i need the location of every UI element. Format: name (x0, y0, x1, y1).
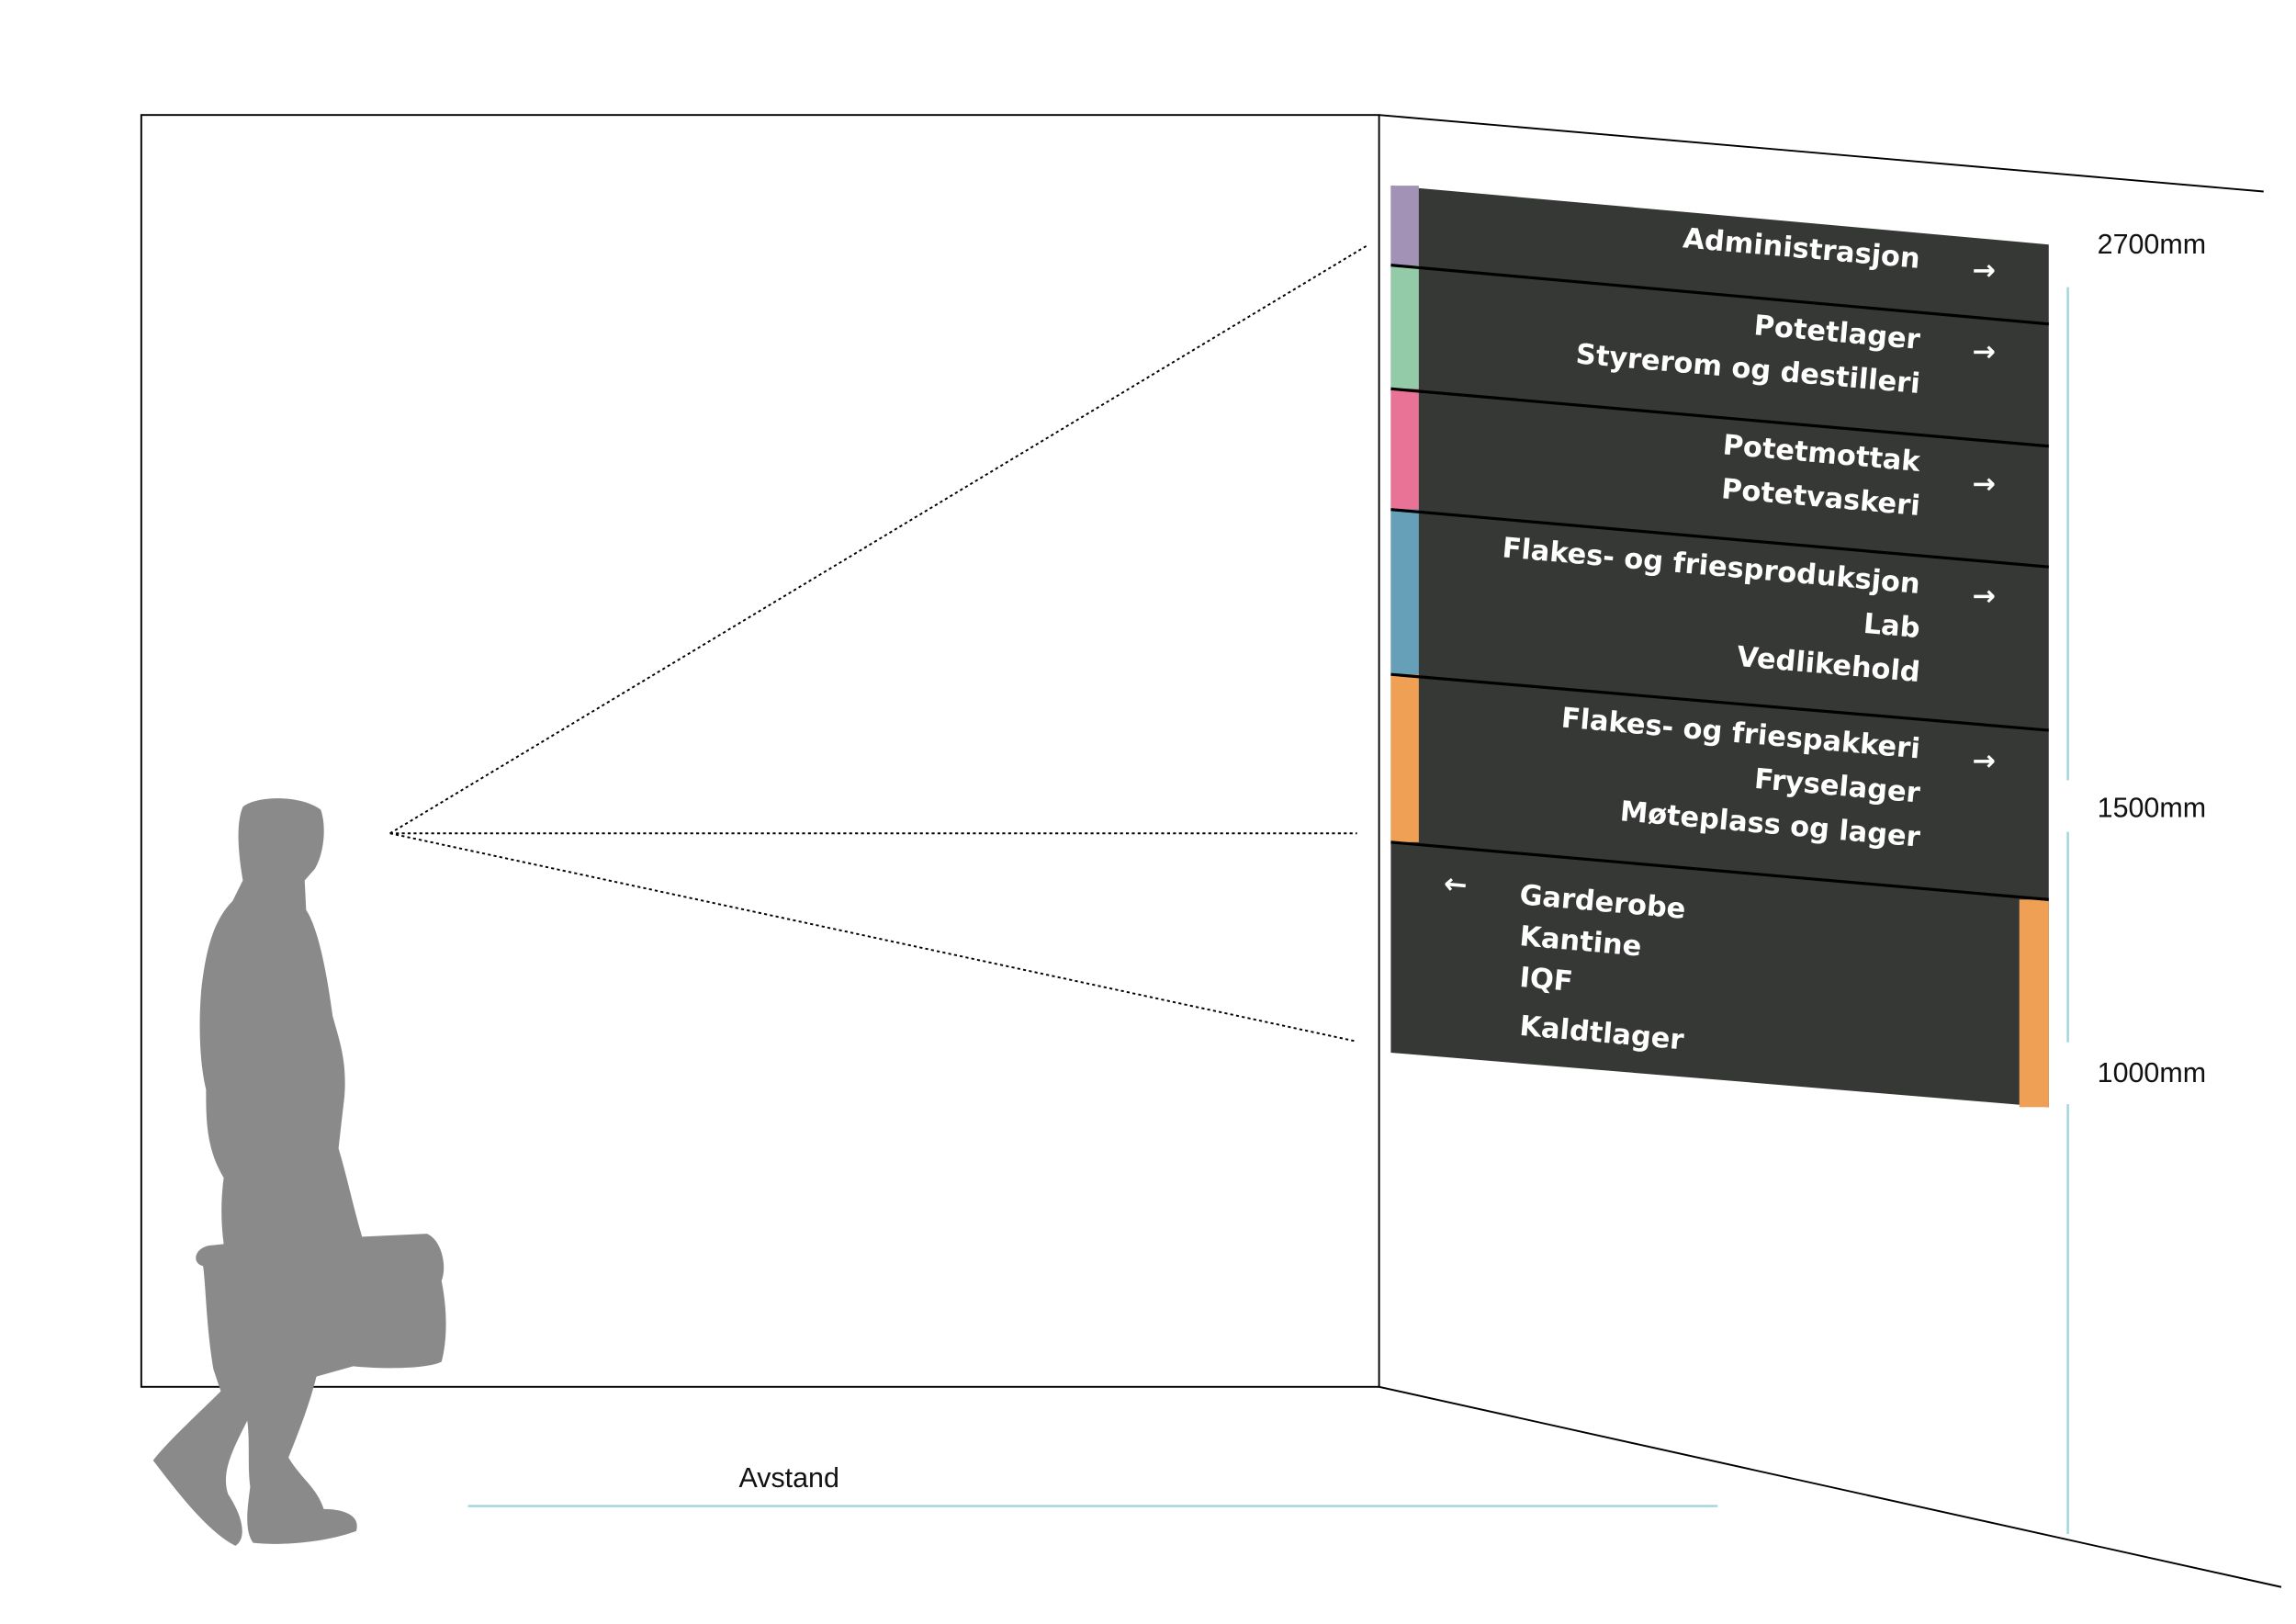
band-color-strip (1390, 509, 1419, 675)
arrow-right-icon: → (1972, 745, 1996, 777)
person-silhouette-icon (152, 798, 446, 1546)
band-divider (1390, 264, 2049, 326)
arrow-right-icon: → (1972, 468, 1996, 501)
distance-label: Avstand (738, 1462, 838, 1494)
band-color-strip (1390, 674, 1419, 842)
band-color-strip (1390, 265, 1419, 389)
sight-lines (389, 243, 1369, 1043)
sign-line: Lab (1863, 608, 1922, 645)
dimension-1500: 1500mm (2098, 793, 2206, 824)
back-wall (140, 114, 1380, 1388)
band-divider (1390, 508, 2049, 569)
band-divider (1390, 840, 2049, 901)
band-color-strip (1390, 186, 1419, 265)
ceiling-perspective-line (1379, 114, 2264, 193)
dimension-2700: 2700mm (2098, 229, 2206, 260)
arrow-left-icon: ← (1443, 868, 1469, 902)
sign-line: IQF (1518, 962, 1574, 998)
dimension-1000: 1000mm (2098, 1057, 2206, 1088)
arrow-right-icon: → (1972, 336, 1996, 368)
sight-line-bottom (389, 832, 1355, 1043)
band-color-strip (1390, 389, 1419, 510)
band-divider (1390, 387, 2049, 448)
band-divider (1390, 672, 2049, 732)
bottom-color-strip (2019, 899, 2049, 1108)
arrow-right-icon: → (1972, 255, 1996, 288)
floor-perspective-line (1379, 1385, 2282, 1588)
sign-panel (1390, 186, 2049, 1108)
arrow-right-icon: → (1972, 581, 1996, 613)
height-dimensions: 2700mm 1500mm 1000mm (2066, 229, 2206, 1535)
sight-line-top (389, 243, 1369, 835)
